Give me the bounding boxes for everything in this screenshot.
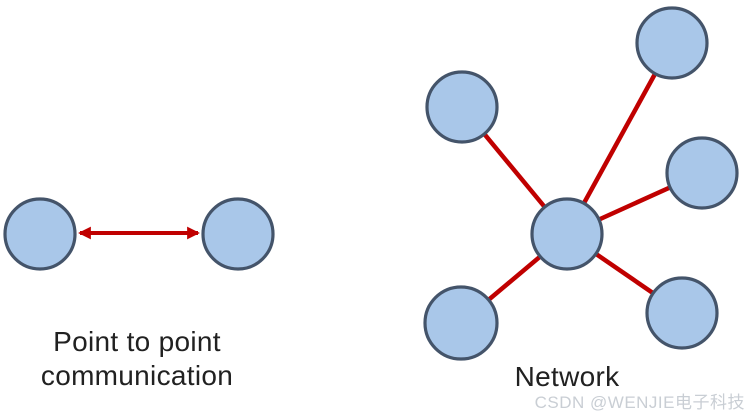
network-node-top-right bbox=[635, 6, 709, 80]
network-node-right bbox=[665, 136, 739, 210]
watermark-text: CSDN @WENJIE电子科技 bbox=[534, 393, 745, 412]
point-to-point-label-line2: communication bbox=[40, 360, 234, 391]
network-hub-node bbox=[530, 197, 604, 271]
p2p-node-left bbox=[3, 197, 77, 271]
point-to-point-label: Point to point communication bbox=[6, 325, 268, 393]
network-node-bottom-left bbox=[423, 285, 499, 361]
network-label: Network bbox=[514, 361, 620, 392]
network-node-bottom-right bbox=[645, 276, 719, 350]
point-to-point-label-line1: Point to point bbox=[53, 326, 221, 357]
network-node-top-left bbox=[425, 70, 499, 144]
p2p-node-right bbox=[201, 197, 275, 271]
